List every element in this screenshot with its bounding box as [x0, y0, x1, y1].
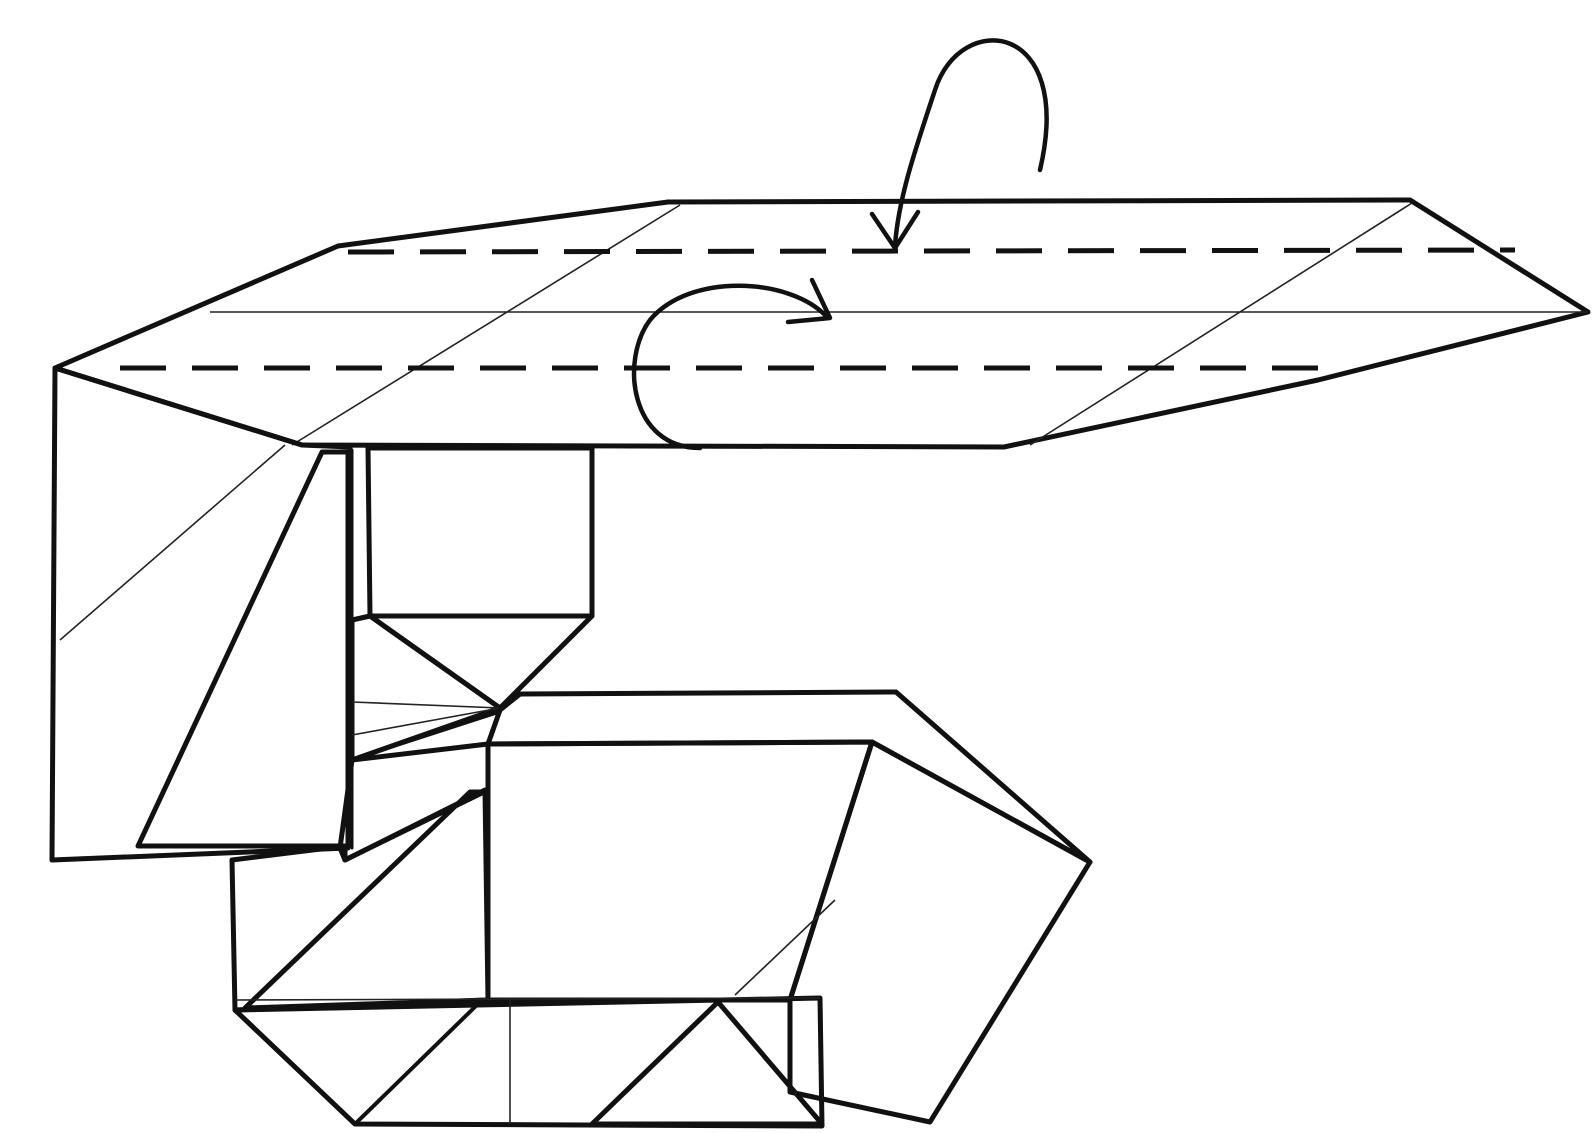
left-panel [52, 368, 350, 860]
fold-over-arrow [634, 280, 830, 448]
lower-body-left-slant [245, 792, 488, 1008]
lower-body-center-face [488, 742, 872, 1000]
lower-body-top-rim [488, 692, 1090, 862]
left-panel-face [52, 368, 350, 860]
valley-fold-line-upper [348, 250, 1515, 252]
lower-body [232, 692, 1090, 1126]
inner-fan-left [352, 616, 500, 760]
right-panel-crease [735, 900, 835, 995]
bottom-band-diagonal-2 [235, 1010, 355, 1124]
lower-body-right-panel [790, 742, 1090, 1122]
inner-column-face [368, 448, 592, 616]
fold-behind-arrow [872, 40, 1047, 248]
top-flap-diagonal-crease-1 [292, 205, 680, 445]
inner-column [352, 448, 592, 848]
fan-crease-2 [352, 708, 500, 735]
fan-crease-1 [352, 702, 500, 708]
left-grey-strip [138, 452, 348, 846]
bottom-band-diagonal-1 [355, 1002, 480, 1124]
top-flap [55, 200, 1588, 447]
top-flap-diagonal-crease-2 [1030, 203, 1412, 445]
left-panel-diagonal-crease [60, 445, 285, 640]
